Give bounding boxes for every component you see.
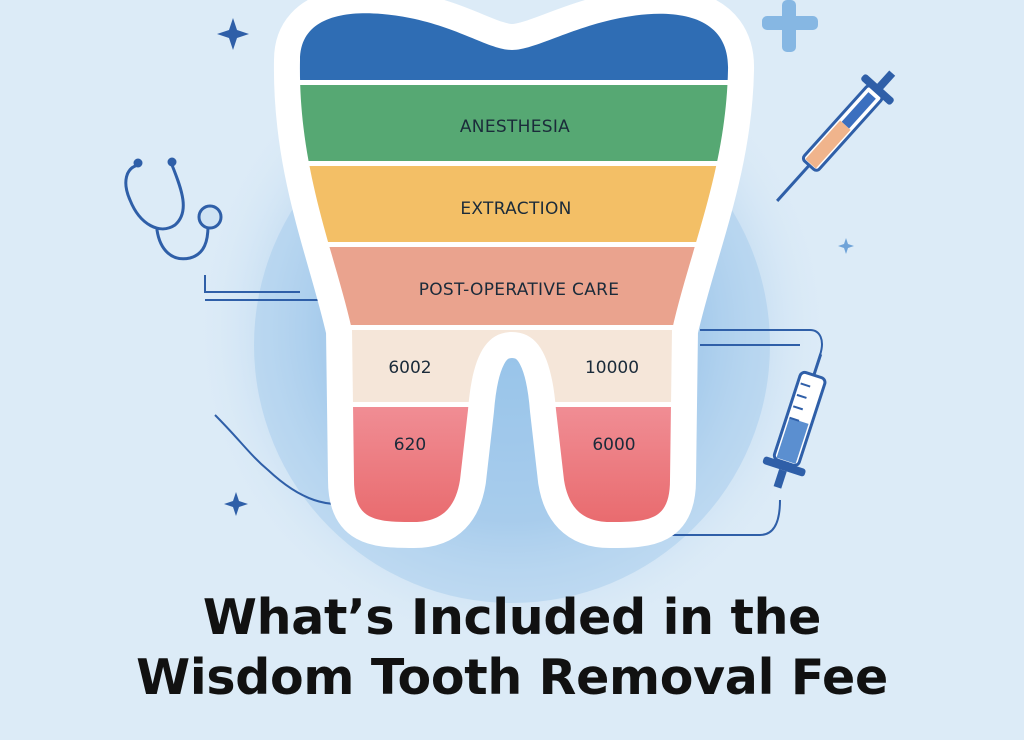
- syringe-icon: [762, 353, 827, 489]
- cost-value-upper-right: 10000: [585, 358, 639, 378]
- sparkle-icon: [224, 492, 248, 516]
- sparkle-icon: [217, 18, 249, 50]
- connector-line-bottom-right: [640, 499, 781, 536]
- cost-value-upper-left: 6002: [388, 358, 431, 378]
- band-label-post-operative-care: POST-OPERATIVE CARE: [419, 280, 620, 300]
- sparkle-icon: [838, 238, 854, 254]
- tooth-shape: [273, 0, 754, 548]
- connector-line-left: [204, 275, 330, 301]
- band-extraction: [299, 166, 729, 242]
- plus-icon: [762, 0, 818, 52]
- page-title: What’s Included in the Wisdom Tooth Remo…: [0, 588, 1024, 708]
- title-line-1: What’s Included in the: [202, 589, 822, 646]
- stethoscope-icon: [124, 157, 223, 261]
- band-label-extraction: EXTRACTION: [460, 199, 571, 219]
- title-line-2: Wisdom Tooth Removal Fee: [136, 649, 888, 706]
- connector-line-right: [700, 329, 823, 356]
- band-label-anesthesia: ANESTHESIA: [460, 117, 570, 137]
- band-post-operative-care: [299, 247, 729, 325]
- syringe-icon: [776, 70, 896, 202]
- band-anesthesia: [299, 85, 729, 161]
- cost-value-lower-left: 620: [394, 435, 426, 455]
- cost-value-lower-right: 6000: [592, 435, 635, 455]
